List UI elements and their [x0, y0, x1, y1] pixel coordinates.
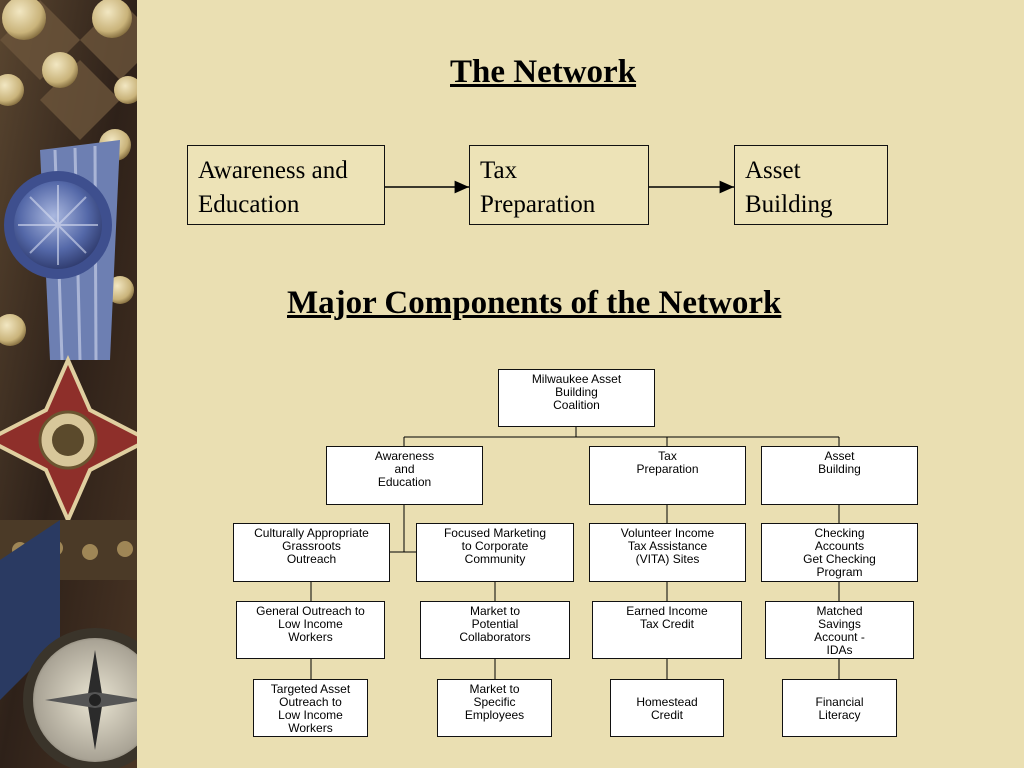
node-asset-building: Asset Building — [761, 446, 918, 505]
node-vita-sites: Volunteer Income Tax Assistance (VITA) S… — [589, 523, 746, 582]
node-milwaukee-coalition: Milwaukee Asset Building Coalition — [498, 369, 655, 427]
flow-box-asset: Asset Building — [734, 145, 888, 225]
node-homestead-credit: Homestead Credit — [610, 679, 724, 737]
node-earned-income-tax-credit: Earned Income Tax Credit — [592, 601, 742, 659]
flow-box-awareness: Awareness and Education — [187, 145, 385, 225]
node-targeted-asset-outreach: Targeted Asset Outreach to Low Income Wo… — [253, 679, 368, 737]
slide-title: The Network — [450, 54, 637, 90]
slide-content: The Network Awareness and Education Tax … — [137, 0, 1024, 768]
node-general-outreach: General Outreach to Low Income Workers — [236, 601, 385, 659]
node-tax-preparation: Tax Preparation — [589, 446, 746, 505]
node-awareness-education: Awareness and Education — [326, 446, 483, 505]
flow-box-tax: Tax Preparation — [469, 145, 649, 225]
flow-arrows — [384, 180, 734, 194]
decorative-sidebar-image — [0, 0, 137, 768]
node-culturally-appropriate-outreach: Culturally Appropriate Grassroots Outrea… — [233, 523, 390, 582]
node-market-potential-collaborators: Market to Potential Collaborators — [420, 601, 570, 659]
org-chart-connectors — [310, 426, 840, 679]
node-matched-savings-idas: Matched Savings Account - IDAs — [765, 601, 914, 659]
section-subtitle: Major Components of the Network — [287, 285, 782, 321]
node-financial-literacy: Financial Literacy — [782, 679, 897, 737]
node-checking-accounts: Checking Accounts Get Checking Program — [761, 523, 918, 582]
medal-collage-illustration — [0, 0, 137, 768]
node-focused-marketing: Focused Marketing to Corporate Community — [416, 523, 574, 582]
node-market-specific-employees: Market to Specific Employees — [437, 679, 552, 737]
